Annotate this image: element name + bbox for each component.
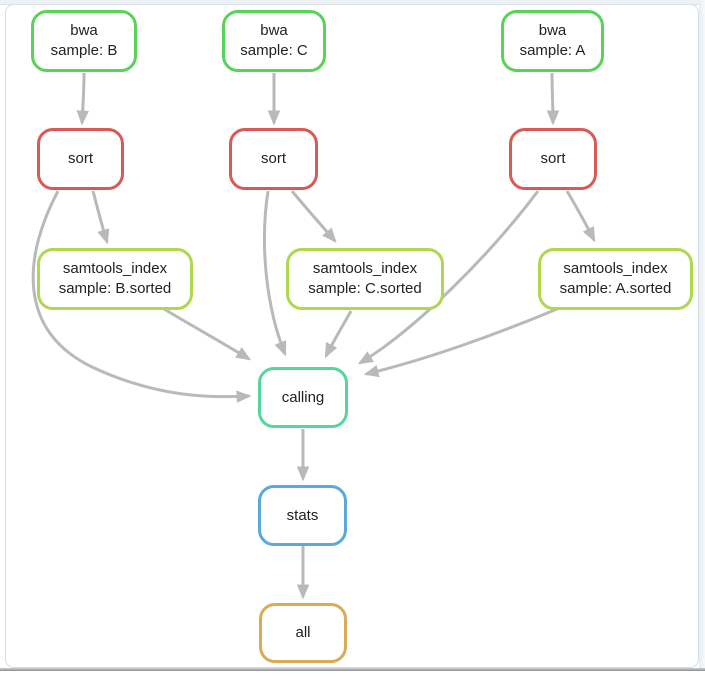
node-label-line: calling [281, 388, 325, 406]
edge-samtools-A-to-calling [363, 307, 558, 378]
node-samtools-index-a: samtools_index sample: A.sorted [538, 248, 693, 310]
node-label-line: bwa [70, 22, 98, 39]
node-sort-a: sort [509, 128, 597, 190]
node-label-line: samtools_index [312, 260, 418, 277]
node-label-line: sort [540, 150, 566, 167]
node-samtools-index-c: samtools_index sample: C.sorted [286, 248, 444, 310]
edge-sort-C-to-calling [263, 190, 287, 357]
node-label-line: samtools_index [563, 260, 668, 277]
dag-card [5, 4, 699, 668]
edge-bwa-B-to-sort-B [76, 72, 89, 126]
node-label-line: sample: A.sorted [559, 280, 672, 297]
edge-sort-A-to-samtools-A [565, 190, 596, 243]
node-label-line: bwa [260, 22, 288, 39]
node-label-line: sort [67, 150, 93, 167]
node-label-line: sort [260, 150, 286, 167]
edge-samtools-B-to-calling [163, 307, 252, 361]
node-label-line: all [295, 624, 311, 641]
node-stats: stats [258, 485, 347, 546]
node-sort-c: sort [229, 128, 318, 190]
node-bwa-sample-a: bwa sample: A [501, 10, 604, 72]
edge-bwa-A-to-sort-A [546, 72, 560, 126]
card-bottom-edge [0, 668, 705, 671]
edge-sort-B-to-calling [31, 190, 252, 403]
node-label-line: sample: C [240, 42, 308, 59]
node-all: all [259, 603, 347, 663]
node-label-line: sample: C.sorted [308, 280, 422, 297]
node-label-line: sample: B.sorted [58, 280, 172, 297]
edge-sort-A-to-calling [357, 190, 540, 365]
node-label-line: sample: B [50, 42, 118, 59]
node-bwa-sample-c: bwa sample: C [222, 10, 326, 72]
node-samtools-index-b: samtools_index sample: B.sorted [37, 248, 193, 310]
page-right-strip [699, 0, 705, 668]
node-sort-b: sort [37, 128, 124, 190]
node-bwa-sample-b: bwa sample: B [31, 10, 137, 72]
node-label-line: bwa [538, 22, 567, 39]
node-calling: calling [258, 367, 348, 428]
node-label-line: sample: A [519, 42, 586, 59]
node-label-line: samtools_index [62, 260, 168, 277]
edge-samtools-C-to-calling [324, 310, 353, 359]
edge-sort-C-to-samtools-C [290, 190, 337, 243]
edge-sort-B-to-samtools-B [91, 190, 110, 245]
node-label-line: stats [286, 506, 319, 524]
